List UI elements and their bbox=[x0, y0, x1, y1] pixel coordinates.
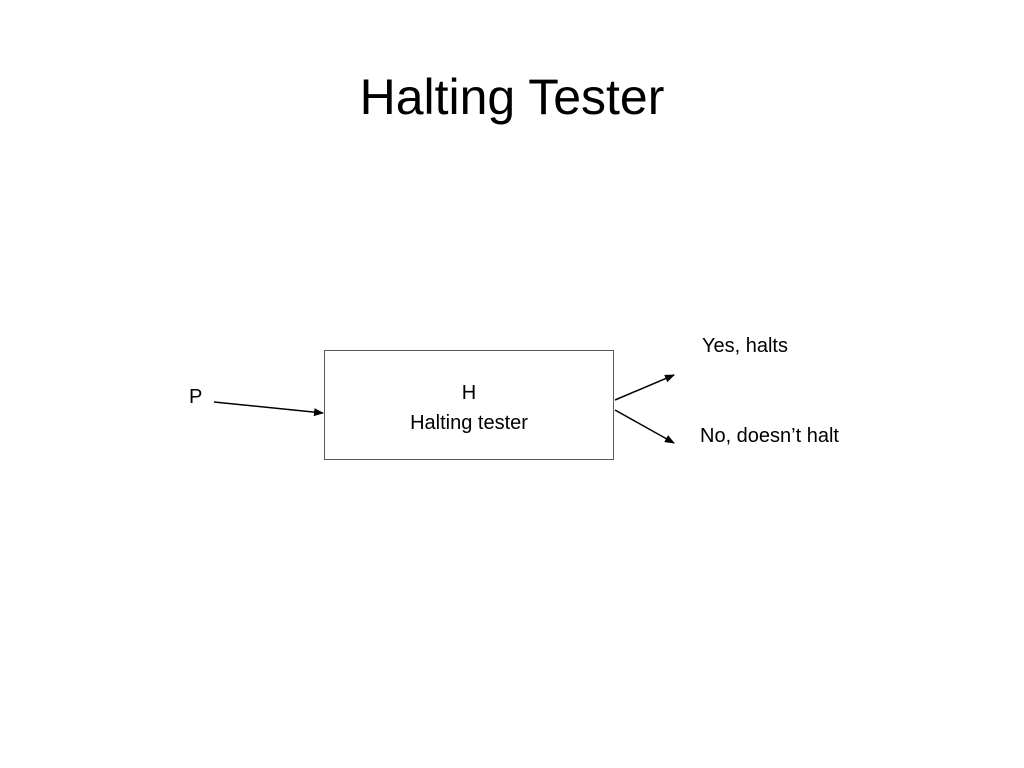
yes-output-arrow bbox=[614, 374, 675, 401]
halting-tester-label: H Halting tester bbox=[324, 378, 614, 438]
machine-description: Halting tester bbox=[410, 412, 528, 434]
no-output-label: No, doesn’t halt bbox=[700, 425, 839, 447]
halting-tester-box bbox=[324, 350, 614, 460]
slide-title: Halting Tester bbox=[359, 69, 665, 125]
no-output-arrow bbox=[614, 409, 675, 444]
input-arrow bbox=[213, 401, 324, 417]
input-label: P bbox=[189, 386, 203, 408]
machine-name: H bbox=[461, 382, 477, 404]
yes-output-label: Yes, halts bbox=[702, 335, 788, 357]
